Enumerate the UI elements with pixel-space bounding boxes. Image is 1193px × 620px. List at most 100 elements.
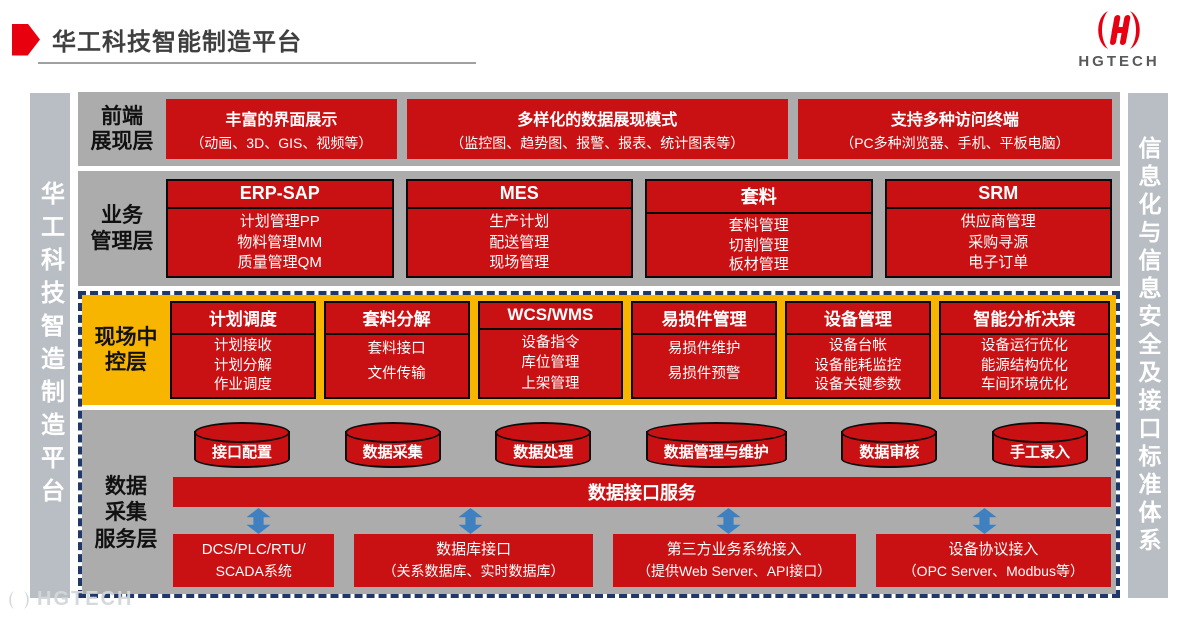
business-layer-label: 业务 管理层 xyxy=(90,204,154,253)
smart-analysis-box: 智能分析决策 设备运行优化 能源结构优化 车间环境优化 xyxy=(938,301,1111,399)
box-title: 计划调度 xyxy=(172,303,314,335)
box-subtitle: （动画、3D、GIS、视频等） xyxy=(190,134,373,151)
watermark: HGTECH xyxy=(4,588,133,611)
box-title: ERP-SAP xyxy=(168,181,392,209)
field-control-layer: 现场中 控层 计划调度 计划接收 计划分解 作业调度 套料分解 套料接口 xyxy=(82,295,1116,405)
nesting-box: 套料 套料管理 切割管理 板材管理 xyxy=(645,179,873,278)
box-item: 设备指令 xyxy=(521,334,580,351)
cylinder-data-collect: 数据采集 xyxy=(344,422,441,468)
wcs-wms-box: WCS/WMS 设备指令 库位管理 上架管理 xyxy=(477,301,624,399)
box-title: 丰富的界面展示 xyxy=(225,111,338,129)
box-item: 计划管理PP xyxy=(239,213,320,231)
cylinder-label: 数据管理与维护 xyxy=(663,444,769,461)
business-layer: 业务 管理层 ERP-SAP 计划管理PP 物料管理MM 质量管理QM MES … xyxy=(78,171,1120,286)
box-line: 第三方业务系统接入 xyxy=(666,540,802,558)
connector-arrows-row xyxy=(173,507,1111,534)
box-item: 套料管理 xyxy=(728,217,789,234)
right-banner-text: 信息化与信息安全及接口标准体系 xyxy=(1135,135,1161,556)
arrow-cell xyxy=(598,507,859,534)
hgtech-logo-icon xyxy=(1098,11,1140,49)
box-subtitle: （监控图、趋势图、报警、报表、统计图表等） xyxy=(450,134,745,151)
cylinder-data-audit: 数据审核 xyxy=(841,422,938,468)
box-item: 计划分解 xyxy=(213,357,272,374)
dcs-plc-access-box: DCS/PLC/RTU/ SCADA系统 xyxy=(173,534,335,587)
box-title: 支持多种访问终端 xyxy=(890,111,1019,129)
box-title: 智能分析决策 xyxy=(940,303,1109,335)
cylinder-manual-entry: 手工录入 xyxy=(991,422,1088,468)
cylinder-label: 接口配置 xyxy=(212,444,273,461)
box-item: 设备能耗监控 xyxy=(814,357,902,374)
box-item: 现场管理 xyxy=(489,254,550,272)
data-interface-service-bar: 数据接口服务 xyxy=(173,477,1111,507)
third-party-access-box: 第三方业务系统接入 （提供Web Server、API接口） xyxy=(612,534,856,587)
hgtech-logo: HGTECH xyxy=(1071,8,1167,70)
box-line: （关系数据库、实时数据库） xyxy=(382,563,565,580)
box-line: DCS/PLC/RTU/ xyxy=(201,540,306,558)
nesting-decompose-box: 套料分解 套料接口 文件传输 xyxy=(323,301,470,399)
header: 华工科技智能制造平台 xyxy=(12,22,302,57)
frontend-layer: 前端 展现层 丰富的界面展示 （动画、3D、GIS、视频等） 多样化的数据展现模… xyxy=(78,92,1120,166)
page-title: 华工科技智能制造平台 xyxy=(52,29,302,56)
srm-box: SRM 供应商管理 采购寻源 电子订单 xyxy=(884,179,1112,278)
box-title: 多样化的数据展现模式 xyxy=(517,111,678,129)
access-boxes-row: DCS/PLC/RTU/ SCADA系统 数据库接口 （关系数据库、实时数据库）… xyxy=(173,534,1111,587)
frontend-layer-label: 前端 展现层 xyxy=(90,104,154,153)
frontend-boxes: 丰富的界面展示 （动画、3D、GIS、视频等） 多样化的数据展现模式 （监控图、… xyxy=(166,99,1112,159)
box-item: 设备台帐 xyxy=(828,338,887,355)
box-item: 质量管理QM xyxy=(237,254,322,272)
box-title: WCS/WMS xyxy=(479,303,622,330)
box-item: 设备关键参数 xyxy=(814,376,902,393)
ui-display-box: 丰富的界面展示 （动画、3D、GIS、视频等） xyxy=(166,99,397,159)
dashed-border-region: 现场中 控层 计划调度 计划接收 计划分解 作业调度 套料分解 套料接口 xyxy=(78,291,1120,598)
cylinder-interface-config: 接口配置 xyxy=(194,422,291,468)
box-item: 配送管理 xyxy=(489,233,550,251)
cylinder-label: 数据处理 xyxy=(513,444,574,461)
up-down-arrow-icon xyxy=(716,507,741,534)
box-title: 易损件管理 xyxy=(633,303,775,335)
device-protocol-access-box: 设备协议接入 （OPC Server、Modbus等） xyxy=(875,534,1111,587)
data-cylinders-row: 接口配置 数据采集 数据处理 数据管理与维护 数据审核 手工录入 xyxy=(172,420,1112,468)
box-item: 套料接口 xyxy=(367,341,426,357)
box-title: 设备管理 xyxy=(787,303,929,335)
field-control-layer-label: 现场中 控层 xyxy=(94,325,158,374)
mes-box: MES 生产计划 配送管理 现场管理 xyxy=(405,179,633,278)
box-item: 供应商管理 xyxy=(960,213,1036,231)
left-vertical-banner: 华工科技智造制造平台 xyxy=(30,93,70,598)
access-terminal-box: 支持多种访问终端 （PC多种浏览器、手机、平板电脑） xyxy=(797,99,1112,159)
box-item: 库位管理 xyxy=(521,355,580,372)
box-item: 作业调度 xyxy=(213,376,272,393)
wear-parts-box: 易损件管理 易损件维护 易损件预警 xyxy=(631,301,777,399)
field-control-boxes: 计划调度 计划接收 计划分解 作业调度 套料分解 套料接口 文件传输 xyxy=(170,301,1111,399)
up-down-arrow-icon xyxy=(972,507,998,534)
cylinder-label: 手工录入 xyxy=(1009,444,1070,461)
arrow-cell xyxy=(343,507,598,534)
box-title: SRM xyxy=(886,181,1110,209)
right-vertical-banner: 信息化与信息安全及接口标准体系 xyxy=(1128,93,1168,598)
box-item: 易损件维护 xyxy=(667,341,741,357)
box-item: 切割管理 xyxy=(728,236,789,254)
box-item: 计划接收 xyxy=(213,338,272,355)
data-presentation-box: 多样化的数据展现模式 （监控图、趋势图、报警、报表、统计图表等） xyxy=(406,99,788,159)
box-line: SCADA系统 xyxy=(215,563,292,580)
box-line: 设备协议接入 xyxy=(948,540,1039,558)
erp-sap-box: ERP-SAP 计划管理PP 物料管理MM 质量管理QM xyxy=(166,179,394,278)
box-item: 易损件预警 xyxy=(667,365,741,382)
title-arrow-icon xyxy=(12,23,40,56)
box-line: （提供Web Server、API接口） xyxy=(637,563,832,580)
plan-scheduling-box: 计划调度 计划接收 计划分解 作业调度 xyxy=(170,301,316,399)
box-item: 文件传输 xyxy=(367,365,426,382)
box-line: 数据库接口 xyxy=(436,540,512,558)
box-title: MES xyxy=(407,181,631,209)
watermark-text: HGTECH xyxy=(37,588,134,610)
equipment-mgmt-box: 设备管理 设备台帐 设备能耗监控 设备关键参数 xyxy=(785,301,931,399)
cylinder-label: 数据审核 xyxy=(859,444,920,461)
box-subtitle: （PC多种浏览器、手机、平板电脑） xyxy=(840,134,1070,151)
box-item: 能源结构优化 xyxy=(980,357,1068,374)
box-item: 板材管理 xyxy=(728,256,789,273)
hgtech-logo-text: HGTECH xyxy=(1078,53,1160,70)
box-item: 电子订单 xyxy=(968,254,1029,272)
box-item: 物料管理MM xyxy=(237,233,323,251)
box-item: 车间环境优化 xyxy=(980,376,1068,393)
arrow-cell xyxy=(173,507,343,534)
